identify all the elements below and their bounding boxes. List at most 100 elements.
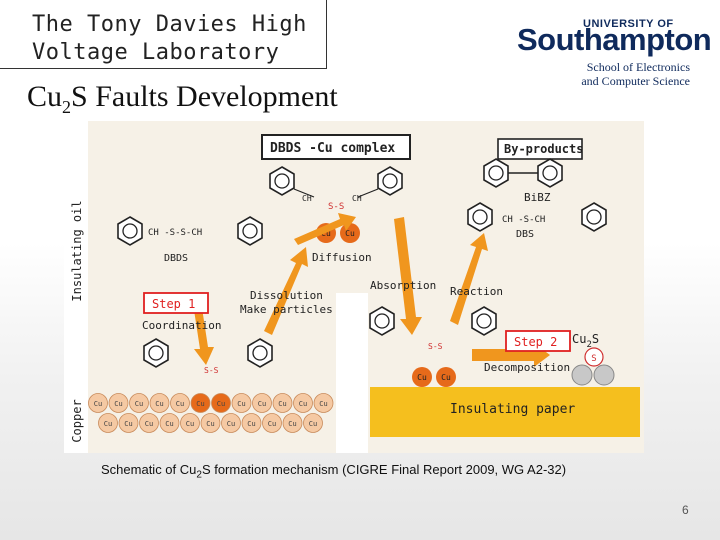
svg-text:S: S [591,354,596,364]
insulating-paper-label: Insulating paper [450,402,575,417]
step1-label: Step 1 [152,297,195,311]
dbds-cu-complex-box: DBDS -Cu complex [261,134,411,160]
copper-atom [170,393,190,413]
university-of-label: UNIVERSITY OF [583,18,674,30]
dbds-molecule: CH -S-S-CH DBDS [117,216,263,264]
dissolution-label: Dissolution [250,289,323,302]
copper-atom [88,393,108,413]
svg-text:CH: CH [352,194,362,203]
copper-atom [272,393,293,413]
svg-text:CH -S-S-CH: CH -S-S-CH [148,228,202,238]
copper-atom-label: Cu [114,400,122,408]
absorption-arrow [394,217,422,335]
reaction-arrow [450,233,488,325]
copper-atom [282,413,303,433]
copper-atom [241,413,262,433]
diffusion-arrow [294,213,356,245]
copper-atom-label: Cu [176,400,184,408]
svg-text:S-S: S-S [428,342,443,351]
absorption-label: Absorption [370,279,436,292]
copper-atom [221,413,241,433]
benzene-ring-icon [483,158,509,188]
school-line1: School of Electronics [586,60,690,74]
step1-box: Step 1 [143,292,209,314]
copper-atom [149,393,170,413]
copper-atom [303,413,323,433]
copper-label: Copper [70,399,84,442]
dbds-label: DBDS [164,253,188,264]
svg-text:Cu: Cu [321,229,331,238]
lab-name-line1: The Tony Davies High [32,12,307,37]
title-part1: Cu [27,80,63,113]
by-products-box: By-products [497,138,583,160]
copper-atom [313,393,334,413]
by-products-label: By-products [504,142,583,156]
benzene-ring-icon [269,166,295,196]
lab-logo: The Tony Davies High Voltage Laboratory [0,0,327,69]
insulating-paper: Insulating paper [370,387,640,437]
school-name: School of Electronics and Computer Scien… [540,60,690,88]
copper-atom-label: Cu [288,420,296,428]
copper-atom [108,393,129,413]
coordination-label: Coordination [142,319,221,332]
copper-atom [211,393,231,413]
figure-caption: Schematic of Cu2S formation mechanism (C… [101,462,567,481]
copper-atom [159,413,180,433]
copper-atom [129,393,149,413]
copper-atom [118,413,139,433]
copper-atom-label: Cu [278,400,286,408]
svg-text:Cu: Cu [441,373,451,382]
page-number: 6 [682,503,689,517]
surface-molecule-left: S-S [143,338,273,375]
cu-atom [436,367,456,387]
copper-atom-label: Cu [319,400,327,408]
copper-atom-label: Cu [155,400,163,408]
copper-atom [231,393,252,413]
university-name: Southampton [517,22,712,57]
dissolution-arrow [264,247,308,335]
copper-label-strip [64,383,88,453]
copper-atom-label: Cu [104,420,112,428]
svg-text:Cu: Cu [345,229,355,238]
copper-atom-label: Cu [227,420,235,428]
step2-box: Step 2 [505,330,571,352]
cu-atom [412,367,432,387]
copper-atom [139,413,159,433]
copper-atom [98,413,118,433]
copper-atom [200,413,221,433]
benzene-ring-icon [117,216,143,246]
benzene-ring-icon [467,202,493,232]
cu2s-mechanism-figure: Insulating oil Copper DBDS -Cu complex B… [64,121,644,453]
copper-atom-label: Cu [135,400,143,408]
benzene-ring-icon [537,158,563,188]
copper-atom-label: Cu [268,420,276,428]
benzene-ring-icon [369,306,395,336]
benzene-ring-icon [247,338,273,368]
copper-atom-label: Cu [258,400,266,408]
oil-label-strip [64,121,88,383]
copper-atom-label: Cu [124,420,132,428]
surface-molecule-right: S-S Cu Cu [369,306,497,387]
diffusion-label: Diffusion [312,251,372,264]
benzene-ring-icon [237,216,263,246]
copper-atom-label: Cu [196,400,204,408]
s-s-bond-label: S-S [328,202,344,212]
copper-atom [190,393,211,413]
copper-atom [293,393,313,413]
cu2s-product: Cu2S S [571,332,615,386]
title-part2: S Faults Development [71,80,338,113]
copper-atom-label: Cu [217,400,225,408]
decomposition-label: Decomposition [484,361,570,374]
svg-text:CH -S-CH: CH -S-CH [502,215,545,225]
make-particles-label: Make particles [240,303,333,316]
school-line2: and Computer Science [581,74,690,88]
dbds-cu-complex-label: DBDS -Cu complex [270,141,395,156]
white-gap [336,293,368,453]
benzene-ring-icon [143,338,169,368]
svg-text:Cu: Cu [417,373,427,382]
benzene-ring-icon [377,166,403,196]
benzene-ring-icon [581,202,607,232]
copper-atom-label: Cu [165,420,173,428]
copper-atom [262,413,282,433]
